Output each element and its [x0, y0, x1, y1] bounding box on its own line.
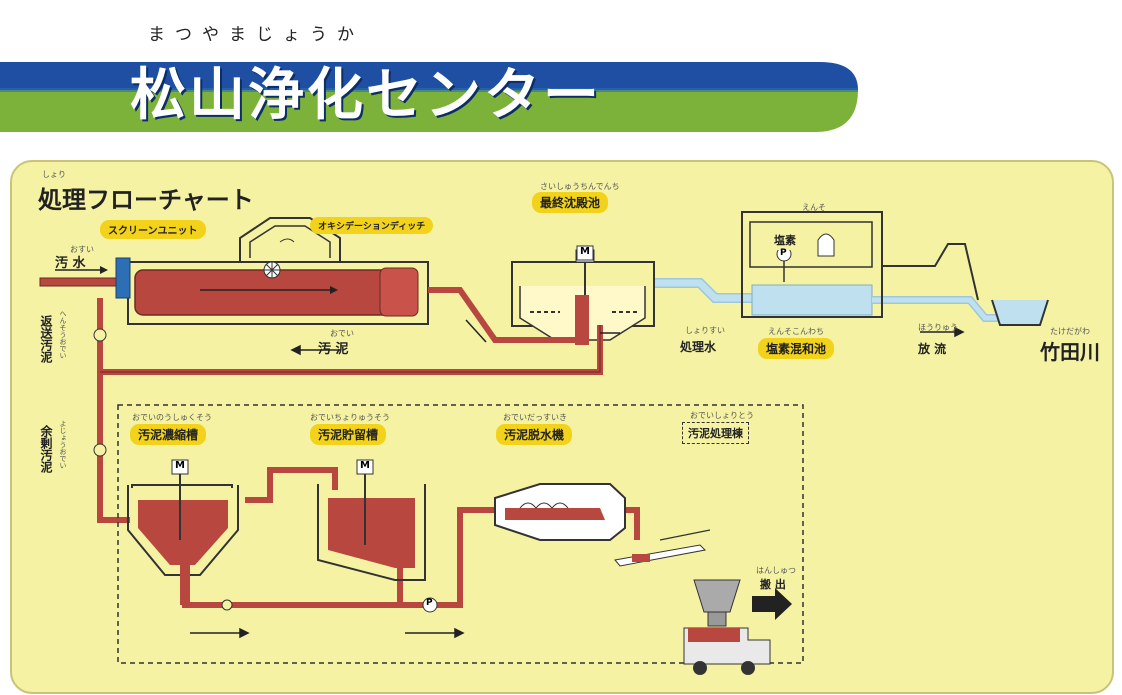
- storage-tank: [317, 459, 438, 613]
- heading-reading: しょり: [42, 170, 66, 179]
- excess-sludge-reading: よじょうおでい: [59, 420, 67, 469]
- pump-label-chlorine: P: [780, 248, 787, 258]
- dewatering-machine: [494, 483, 711, 567]
- mixing-label: 塩素混和池: [758, 338, 835, 359]
- storage-reading: おでいちょりゅうそう: [310, 413, 390, 422]
- oxidation-ditch-label: オキシデーションディッチ: [310, 217, 434, 234]
- truck: [683, 579, 771, 675]
- thickener-label: 汚泥濃縮槽: [130, 424, 207, 445]
- chart-heading: 処理フローチャート: [38, 186, 254, 214]
- final-tank: [511, 249, 655, 345]
- discharge-reading: ほうりゅう: [918, 323, 958, 332]
- dewatering-label: 汚泥脱水機: [496, 424, 573, 445]
- motor-label-storage: M: [360, 460, 370, 471]
- chlorine-label: 塩素: [768, 230, 802, 250]
- excess-sludge-label: 余剰汚泥: [39, 425, 53, 473]
- thickener-tank: [127, 459, 239, 605]
- carry-out-arrow: [752, 588, 792, 620]
- return-sludge-label: 返送汚泥: [39, 315, 53, 363]
- sludge-building-frame: [117, 404, 804, 664]
- sewage-label: 汚 水: [55, 256, 86, 271]
- building-label: 汚泥処理棟: [682, 422, 749, 444]
- river-label: 竹田川: [1040, 340, 1100, 364]
- carry-out-reading: はんしゅつ: [756, 566, 796, 575]
- dewatering-reading: おでいだっすいき: [503, 413, 567, 422]
- screen-unit-label: スクリーンユニット: [100, 220, 206, 239]
- treated-reading: しょりすい: [685, 326, 725, 335]
- motor-boxes: [576, 245, 594, 261]
- oxidation-ditch: [127, 217, 429, 325]
- final-tank-label: 最終沈殿池: [532, 192, 609, 213]
- sludge-reading: おでい: [330, 329, 354, 338]
- building-reading: おでいしょりとう: [690, 411, 754, 420]
- thickener-reading: おでいのうしゅくそう: [132, 413, 212, 422]
- carry-out-label: 搬 出: [760, 578, 786, 591]
- final-tank-reading: さいしゅうちんでんち: [540, 182, 620, 191]
- page-title: 松山浄化センター: [130, 63, 602, 128]
- sludge-pipe-outline: [100, 325, 601, 373]
- storage-label: 汚泥貯留槽: [310, 424, 387, 445]
- mixing-reading: えんそこんわち: [768, 327, 824, 336]
- sewage-reading: おすい: [70, 245, 94, 254]
- sludge-label: 汚 泥: [318, 342, 349, 357]
- title-banner: [0, 62, 858, 132]
- treated-label: 処理水: [680, 340, 717, 354]
- chlorine-reading: えんそ: [802, 203, 826, 212]
- discharge-label: 放 流: [918, 342, 947, 356]
- motor-label-final: M: [580, 246, 590, 257]
- river-reading: たけだがわ: [1050, 327, 1090, 336]
- screen-unit: [39, 257, 131, 299]
- water-channel: [655, 278, 1049, 326]
- return-sludge-reading: へんそうおでい: [59, 310, 67, 359]
- motor-label-thickener: M: [175, 460, 185, 471]
- title-reading: まつやまじょうか: [148, 25, 364, 45]
- pump-label-storage: P: [426, 598, 433, 608]
- flow-arrows: [190, 319, 965, 639]
